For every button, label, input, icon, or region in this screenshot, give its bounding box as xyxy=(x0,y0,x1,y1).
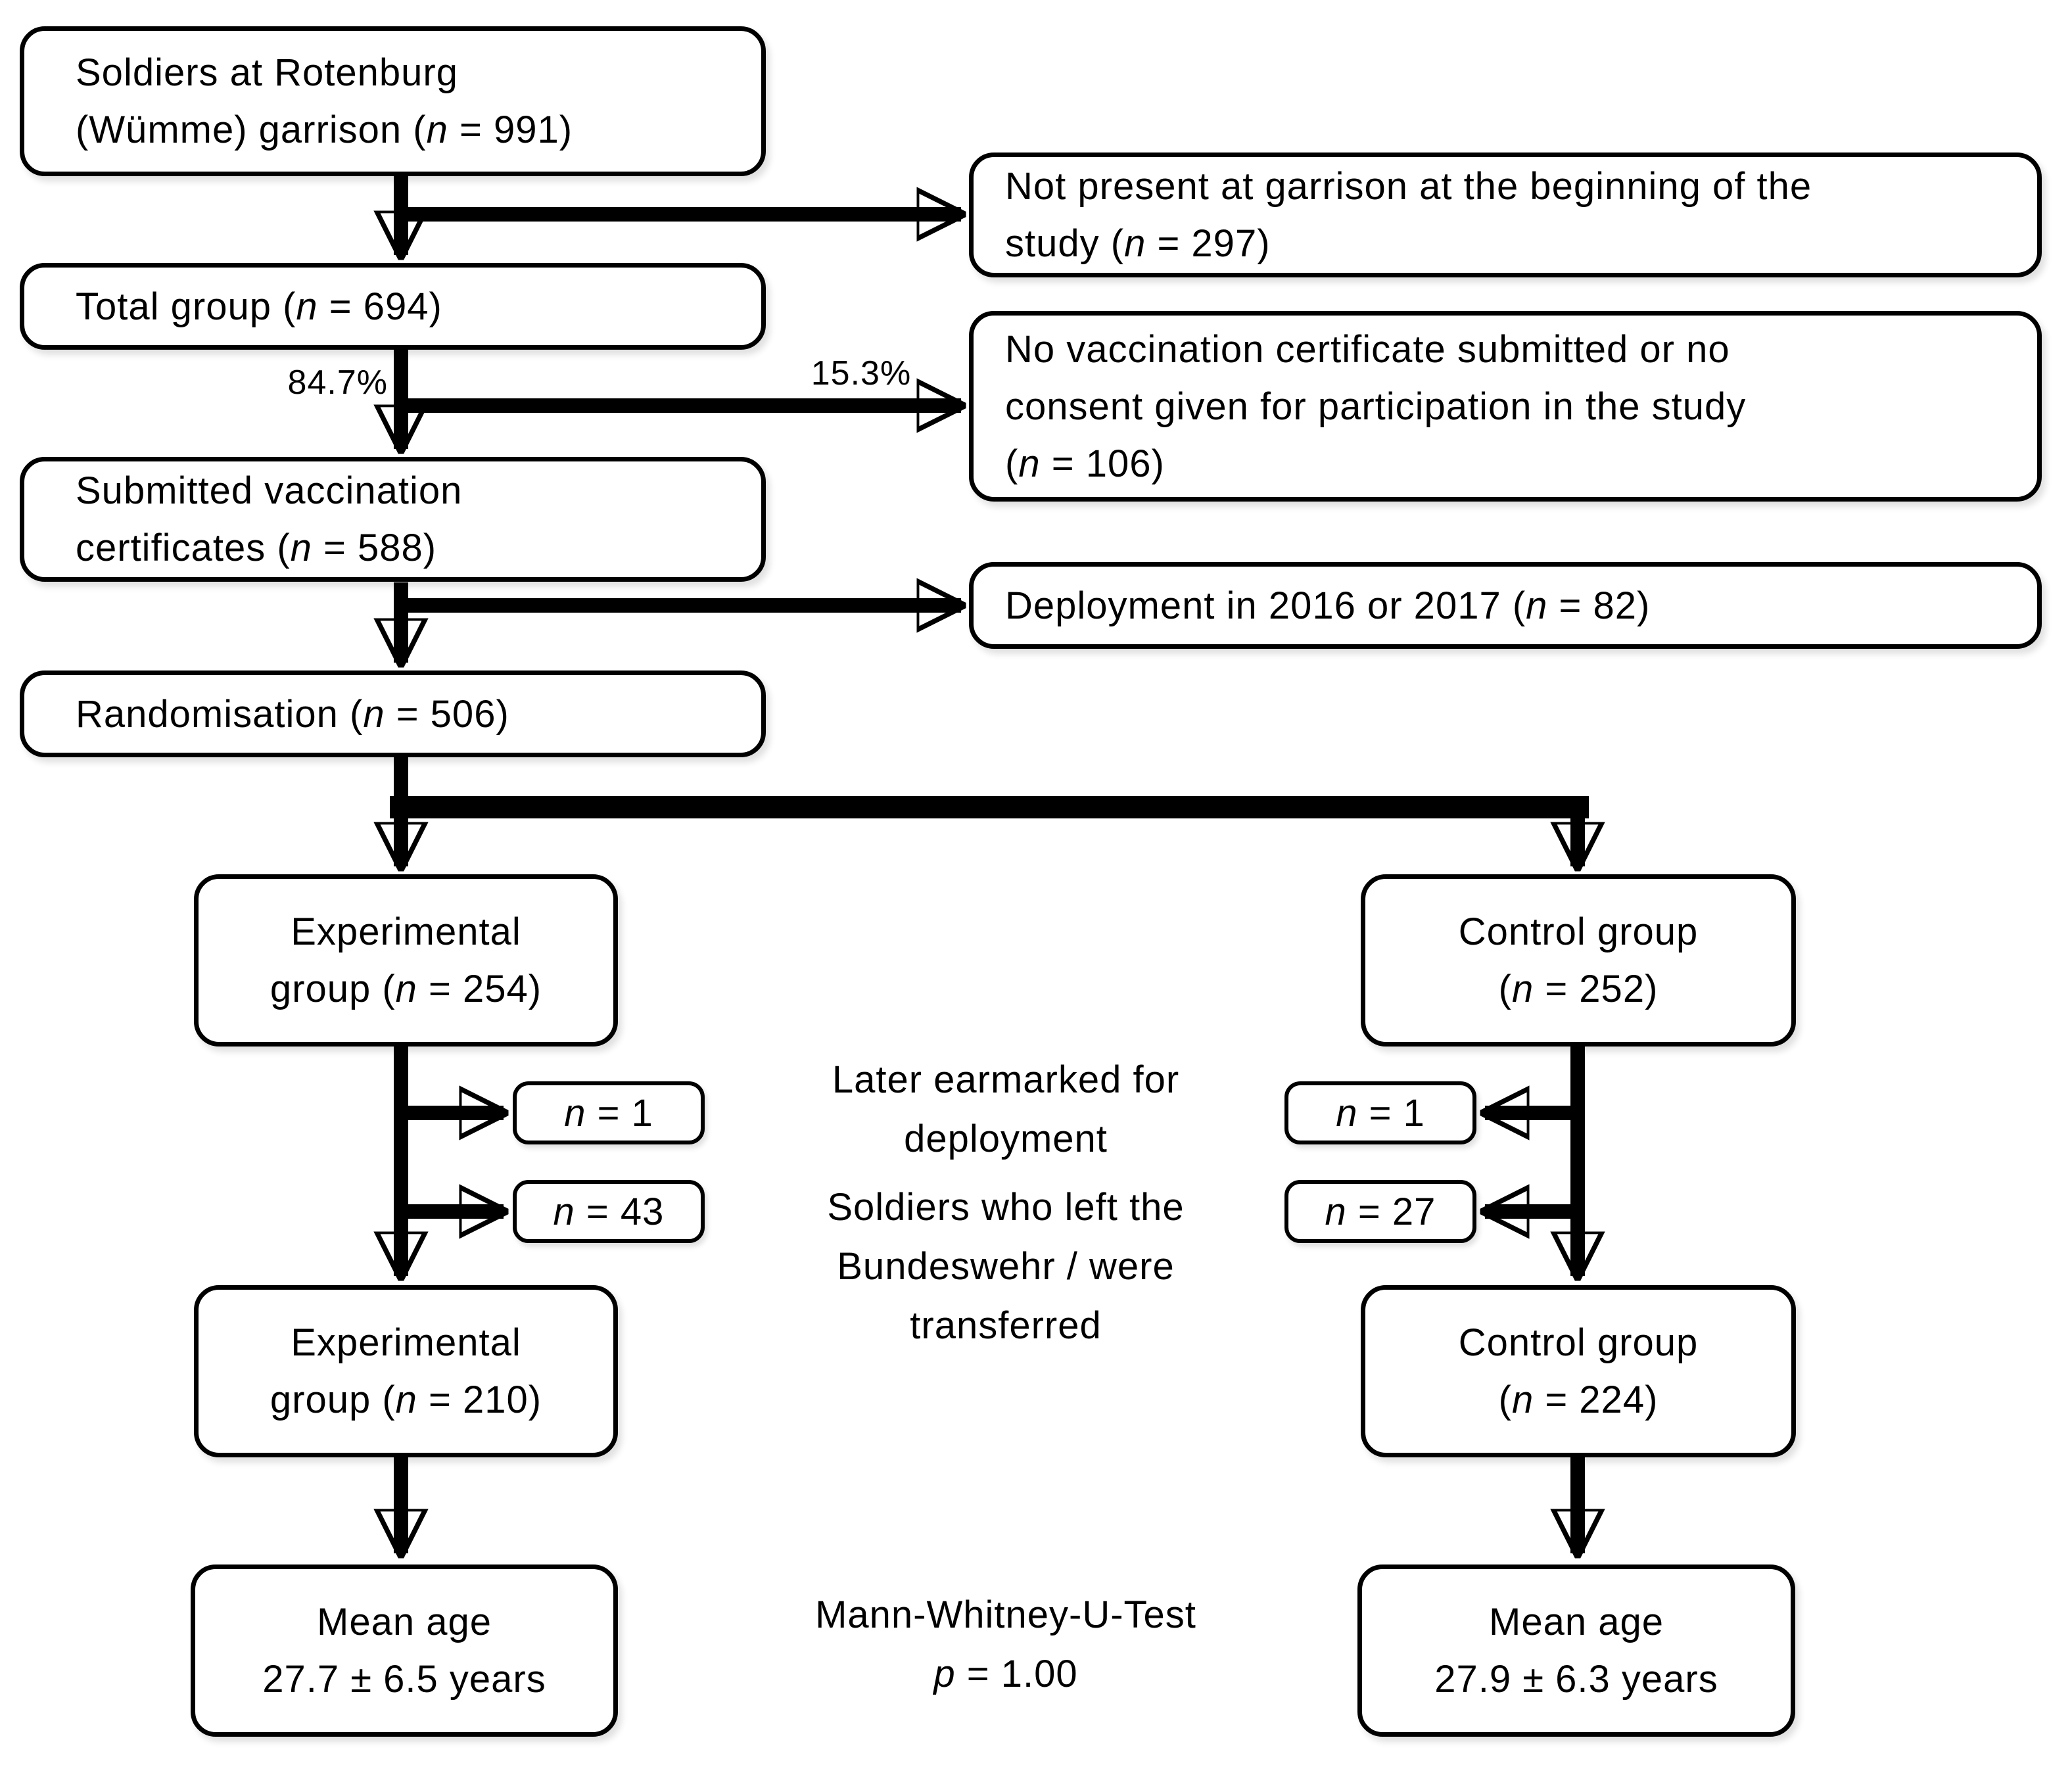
control-final-box: Control group (n = 224) xyxy=(1361,1285,1796,1457)
randomisation-box: Randomisation (n = 506) xyxy=(20,670,766,757)
control-initial-box: Control group (n = 252) xyxy=(1361,874,1796,1047)
control-mean-age-box: Mean age 27.9 ± 6.3 years xyxy=(1357,1564,1795,1737)
experimental-excluded-earmarked-box: n = 1 xyxy=(513,1081,705,1144)
total-group-box: Total group (n = 694) xyxy=(20,263,766,350)
no-certificate-box: No vaccination certificate submitted or … xyxy=(969,311,2042,502)
not-present-label: Not present at garrison at the beginning… xyxy=(1005,165,1812,265)
experimental-excluded-earmarked-label: n = 1 xyxy=(564,1091,653,1135)
experimental-final-label: Experimental group (n = 210) xyxy=(270,1321,542,1421)
stats-test-label: Mann-Whitney-U-Test p = 1.00 xyxy=(815,1593,1196,1695)
deployment-box: Deployment in 2016 or 2017 (n = 82) xyxy=(969,562,2042,649)
percent-submitted-label: 84.7% xyxy=(287,364,388,402)
experimental-initial-box: Experimental group (n = 254) xyxy=(194,874,618,1047)
control-excluded-earmarked-box: n = 1 xyxy=(1284,1081,1476,1144)
submitted-certificates-label: Submitted vaccination certificates (n = … xyxy=(76,469,463,569)
randomisation-label: Randomisation (n = 506) xyxy=(76,692,509,736)
experimental-mean-age-label: Mean age 27.7 ± 6.5 years xyxy=(262,1601,546,1701)
submitted-certificates-box: Submitted vaccination certificates (n = … xyxy=(20,457,766,582)
deployment-label: Deployment in 2016 or 2017 (n = 82) xyxy=(1005,584,1651,627)
control-mean-age-label: Mean age 27.9 ± 6.3 years xyxy=(1434,1601,1718,1701)
control-excluded-left-label: n = 27 xyxy=(1325,1190,1436,1233)
control-excluded-earmarked-label: n = 1 xyxy=(1336,1091,1425,1135)
garrison-box: Soldiers at Rotenburg (Wümme) garrison (… xyxy=(20,26,766,176)
control-excluded-left-box: n = 27 xyxy=(1284,1180,1476,1243)
experimental-mean-age-box: Mean age 27.7 ± 6.5 years xyxy=(191,1564,618,1737)
control-final-label: Control group (n = 224) xyxy=(1458,1321,1699,1421)
not-present-box: Not present at garrison at the beginning… xyxy=(969,153,2042,277)
percent-not-submitted-label: 15.3% xyxy=(811,354,912,392)
note-left-bundeswehr: Soldiers who left the Bundeswehr / were … xyxy=(827,1186,1185,1347)
control-initial-label: Control group (n = 252) xyxy=(1458,910,1699,1010)
experimental-excluded-left-label: n = 43 xyxy=(553,1190,665,1233)
experimental-final-box: Experimental group (n = 210) xyxy=(194,1285,618,1457)
note-earmarked: Later earmarked for deployment xyxy=(832,1058,1180,1160)
garrison-label: Soldiers at Rotenburg (Wümme) garrison (… xyxy=(76,51,573,151)
experimental-excluded-left-box: n = 43 xyxy=(513,1180,705,1243)
no-certificate-label: No vaccination certificate submitted or … xyxy=(1005,327,1747,485)
total-group-label: Total group (n = 694) xyxy=(76,285,442,328)
experimental-initial-label: Experimental group (n = 254) xyxy=(270,910,542,1010)
